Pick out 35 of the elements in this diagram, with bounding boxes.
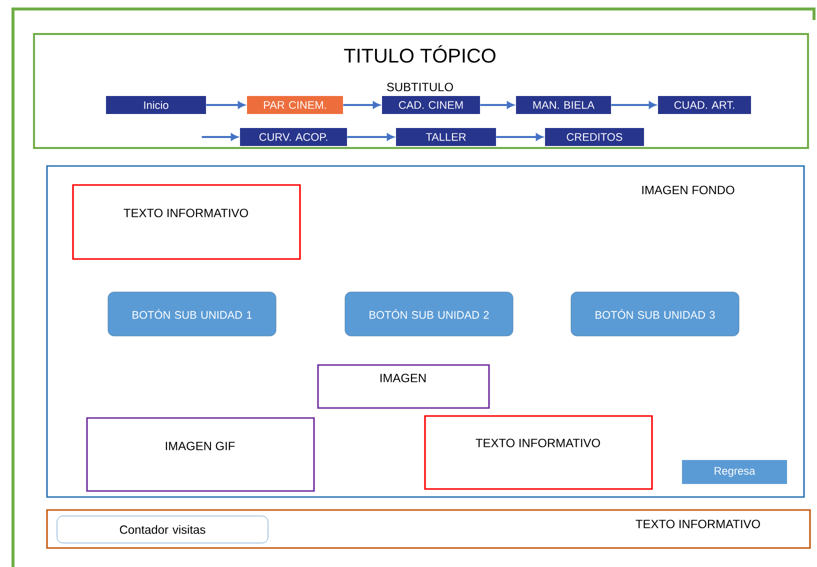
text-box (72, 184, 301, 260)
label-text: IMAGEN (380, 374, 426, 382)
text-box (424, 415, 653, 490)
menu-button: Inicio (106, 96, 206, 114)
arrow (347, 133, 394, 141)
label-text: TEXTO INFORMATIVO (476, 438, 600, 448)
arrow (202, 133, 238, 141)
footer-box (46, 509, 811, 549)
arrow (343, 101, 380, 109)
label-text: IMAGEN FONDO (642, 186, 734, 194)
menu-button: CREDITOS (545, 128, 644, 146)
menu-button: CUAD. ART. (658, 96, 751, 114)
image-box (317, 364, 490, 409)
menu-button: CAD. CINEM (382, 96, 480, 114)
label-text: TEXTO INFORMATIVO (636, 520, 760, 528)
title: TITULO TÓPICO (344, 45, 496, 63)
arrow (480, 101, 514, 109)
header-box (33, 33, 809, 149)
label-text: IMAGEN GIF (166, 442, 235, 450)
sub-unit-button: BOTÓN SUB UNIDAD 2 (344, 292, 514, 336)
arrow (206, 101, 245, 109)
menu-button: CURV. ACOP. (240, 128, 347, 146)
content-panel (46, 165, 805, 498)
back-button: Regresa (682, 460, 787, 484)
menu-button: PAR CINEM. (247, 96, 343, 114)
sub-unit-button: BOTÓN SUB UNIDAD 3 (570, 292, 740, 336)
image-box (86, 417, 315, 492)
label-text: SUBTITULO (387, 82, 453, 92)
arrow (611, 101, 656, 109)
menu-button: MAN. BIELA (516, 96, 611, 114)
label-text: TEXTO INFORMATIVO (124, 208, 248, 218)
counter-field: Contador visitas (56, 516, 268, 544)
menu-button: TALLER (396, 128, 496, 146)
arrow (496, 133, 543, 141)
sub-unit-button: BOTÓN SUB UNIDAD 1 (108, 292, 276, 336)
